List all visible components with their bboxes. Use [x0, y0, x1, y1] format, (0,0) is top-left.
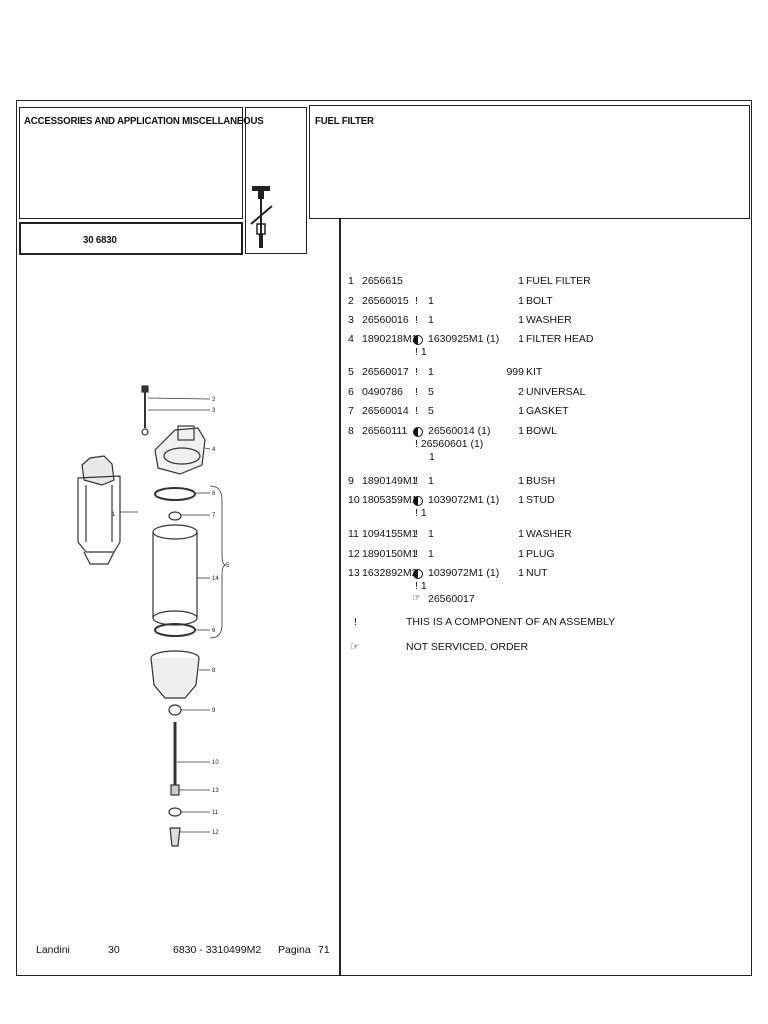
half-circle-icon: [413, 427, 423, 437]
footer-page-label: Pagina: [278, 944, 311, 956]
callout-label: 14: [212, 576, 219, 582]
model-code-box: 30 6830: [19, 222, 243, 255]
footer-series: 30: [108, 944, 120, 956]
footer-brand: Landini: [36, 944, 70, 956]
group-title-box: FUEL FILTER: [309, 105, 750, 219]
callout-label: 10: [212, 760, 219, 766]
callout-label: 3: [212, 408, 216, 414]
half-circle-icon: [413, 569, 423, 579]
callout-label: 13: [212, 788, 219, 794]
hand-pointer-icon: ☞: [350, 641, 360, 653]
callout-label: 6: [212, 491, 216, 497]
catalog-page-frame: [16, 100, 752, 976]
callout-label: 5: [226, 563, 230, 569]
section-title: ACCESSORIES AND APPLICATION MISCELLANEOU…: [24, 115, 264, 127]
category-icon-box: [245, 107, 307, 254]
callout-label: 1: [112, 512, 116, 518]
legend: ! THIS IS A COMPONENT OF AN ASSEMBLY ☞ N…: [348, 615, 748, 665]
footer-page-number: 71: [318, 944, 330, 956]
section-title-box: ACCESSORIES AND APPLICATION MISCELLANEOU…: [19, 107, 264, 219]
callout-label: 8: [212, 668, 216, 674]
callout-label: 2: [212, 397, 216, 403]
legend-item: ☞ NOT SERVICED, ORDER: [350, 641, 529, 653]
half-circle-icon: [413, 496, 423, 506]
callout-label: 4: [212, 447, 216, 453]
hand-pointer-icon: ☞: [412, 593, 421, 604]
model-code: 30 6830: [83, 234, 117, 246]
exclamation-icon: !: [354, 616, 357, 628]
callout-label: 12: [212, 830, 219, 836]
page-footer: Landini 30 6830 - 3310499M2 Pagina 71: [20, 944, 338, 960]
callout-label: 9: [212, 708, 216, 714]
callout-label: 11: [212, 810, 219, 816]
callout-label: 7: [212, 513, 216, 519]
column-divider: [339, 219, 341, 976]
callout-label: 6: [212, 628, 216, 634]
group-title: FUEL FILTER: [315, 115, 374, 127]
footer-doc-code: 6830 - 3310499M2: [173, 944, 262, 956]
half-circle-icon: [413, 335, 423, 345]
legend-item: ! THIS IS A COMPONENT OF AN ASSEMBLY: [354, 616, 616, 628]
tractor-part-icon: [250, 186, 273, 248]
exploded-parts-diagram: 1 2 3 4 5 6 7 14 6 8 9 10 13 11 12: [77, 385, 230, 847]
